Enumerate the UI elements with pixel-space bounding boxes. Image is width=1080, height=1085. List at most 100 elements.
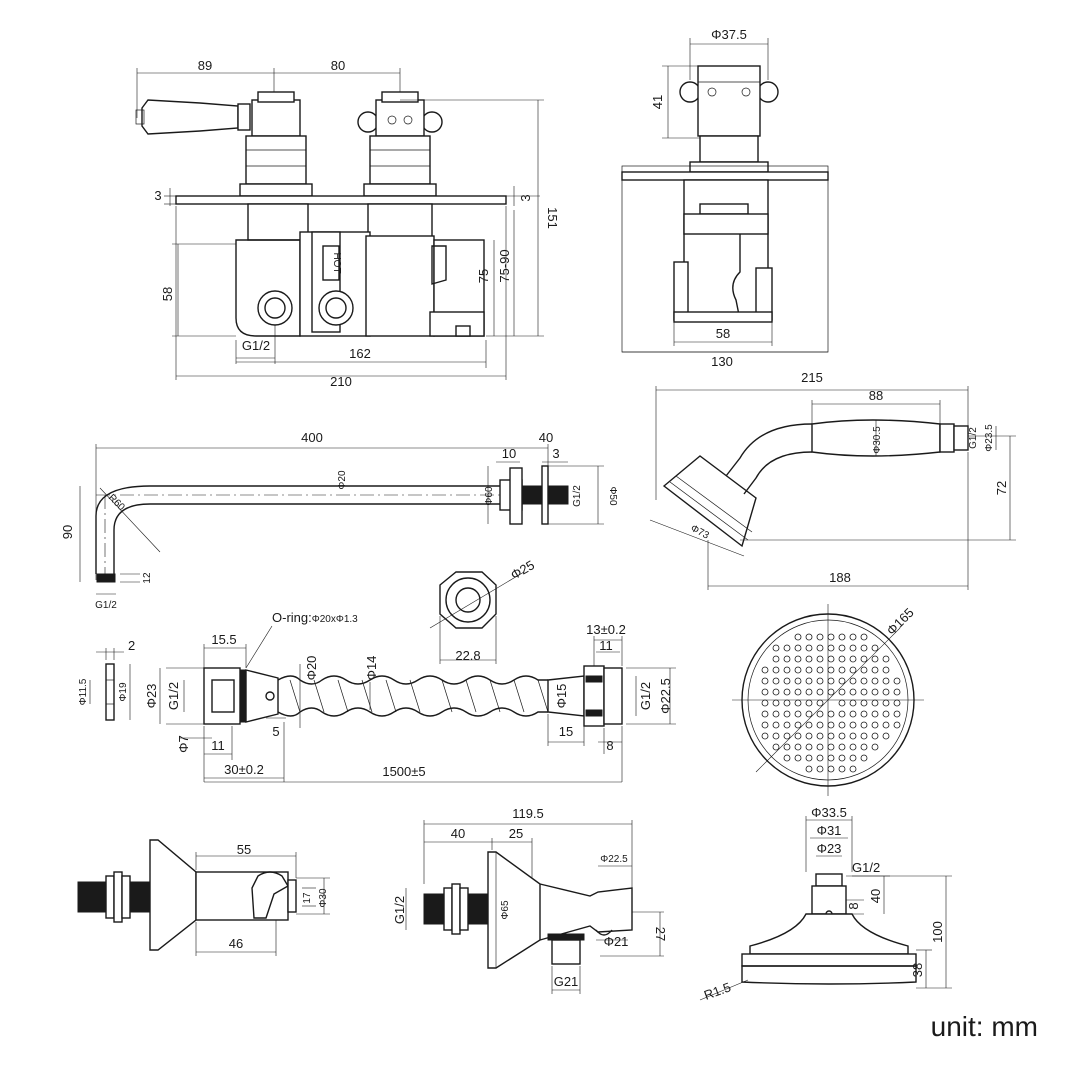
dim-130: 130 — [711, 354, 733, 369]
spray-nozzle — [860, 732, 868, 740]
dim-phi37-5: Φ37.5 — [711, 27, 747, 42]
spray-nozzle — [893, 710, 901, 718]
dim-210: 210 — [330, 374, 352, 389]
dim-phi50: Φ50 — [607, 486, 618, 506]
dim-400: 400 — [301, 430, 323, 445]
spray-nozzle — [849, 666, 857, 674]
dim-25-outlet: 25 — [509, 826, 523, 841]
dim-phi19: Φ19 — [118, 682, 129, 702]
spray-nozzle — [882, 732, 890, 740]
dim-3-right: 3 — [518, 194, 533, 201]
dim-g12-hose-right: G1/2 — [638, 682, 653, 710]
dim-phi65: Φ65 — [500, 900, 511, 920]
spray-nozzle — [816, 677, 824, 685]
spray-nozzle — [772, 644, 780, 652]
spray-nozzle — [838, 666, 846, 674]
spray-nozzle — [871, 710, 879, 718]
spray-nozzle — [805, 666, 813, 674]
spray-nozzle — [849, 710, 857, 718]
spray-nozzle — [860, 754, 868, 762]
spray-nozzle — [783, 655, 791, 663]
dim-40: 40 — [539, 430, 553, 445]
spray-nozzle — [827, 765, 835, 773]
spray-nozzle — [838, 688, 846, 696]
dim-30: 30±0.2 — [224, 762, 264, 777]
spray-nozzle — [794, 721, 802, 729]
dim-215: 215 — [801, 370, 823, 385]
spray-nozzle — [816, 743, 824, 751]
spray-nozzle — [827, 721, 835, 729]
valve-side-view: Φ37.5 41 58 130 — [621, 27, 829, 369]
dim-10: 10 — [502, 446, 516, 461]
dim-22-8: 22.8 — [455, 648, 480, 663]
dim-phi23-side: Φ23 — [817, 841, 842, 856]
dim-phi14: Φ14 — [364, 656, 379, 681]
spray-nozzle — [772, 677, 780, 685]
spray-nozzle — [816, 721, 824, 729]
dim-151: 151 — [545, 207, 560, 229]
spray-nozzle — [827, 666, 835, 674]
shower-rose-top-view: Φ165 — [732, 604, 924, 796]
spray-nozzle — [827, 655, 835, 663]
spray-nozzle — [783, 699, 791, 707]
dim-27: 27 — [653, 927, 668, 941]
spray-nozzle — [860, 688, 868, 696]
dim-89: 89 — [198, 58, 212, 73]
dim-phi21: Φ21 — [604, 934, 629, 949]
spray-nozzle — [893, 677, 901, 685]
spray-nozzle — [805, 732, 813, 740]
dim-phi11-5: Φ11.5 — [78, 678, 89, 705]
spray-nozzle — [772, 743, 780, 751]
dim-75: 75 — [476, 269, 491, 283]
spray-nozzle — [860, 666, 868, 674]
spray-nozzle — [838, 677, 846, 685]
spray-nozzle — [882, 666, 890, 674]
valve-front-view: 89 80 HOT 58 3 3 151 — [135, 58, 560, 389]
spray-nozzle — [882, 710, 890, 718]
spray-nozzle — [805, 677, 813, 685]
washer: 2 Φ11.5 Φ19 — [78, 638, 135, 721]
spray-nozzle — [849, 644, 857, 652]
spray-nozzle — [871, 743, 879, 751]
spray-nozzle-grid — [761, 633, 901, 773]
spray-nozzle — [772, 666, 780, 674]
dim-162: 162 — [349, 346, 371, 361]
dim-12: 12 — [142, 572, 153, 584]
spray-nozzle — [783, 677, 791, 685]
dim-phi31: Φ31 — [817, 823, 842, 838]
spray-nozzle — [805, 644, 813, 652]
spray-nozzle — [816, 710, 824, 718]
spray-nozzle — [871, 655, 879, 663]
spray-nozzle — [849, 765, 857, 773]
dim-1500: 1500±5 — [382, 764, 425, 779]
dim-15-5: 15.5 — [211, 632, 236, 647]
dim-58: 58 — [160, 287, 175, 301]
dim-8-hose: 8 — [606, 738, 613, 753]
spray-nozzle — [772, 710, 780, 718]
spray-nozzle — [838, 655, 846, 663]
dim-phi20-arm: Φ20 — [337, 470, 348, 490]
spray-nozzle — [783, 743, 791, 751]
spray-nozzle — [794, 688, 802, 696]
dim-72: 72 — [994, 481, 1009, 495]
spray-nozzle — [794, 655, 802, 663]
dim-100: 100 — [930, 921, 945, 943]
dim-phi30-5: Φ30.5 — [872, 426, 883, 454]
spray-nozzle — [761, 677, 769, 685]
spray-nozzle — [849, 699, 857, 707]
spray-nozzle — [794, 732, 802, 740]
dim-90: 90 — [60, 525, 75, 539]
dim-3-arm: 3 — [552, 446, 559, 461]
dim-11-left: 11 — [211, 738, 225, 753]
spray-nozzle — [871, 677, 879, 685]
spray-nozzle — [816, 754, 824, 762]
spray-nozzle — [871, 732, 879, 740]
spray-nozzle — [794, 710, 802, 718]
spray-nozzle — [816, 688, 824, 696]
spray-nozzle — [761, 666, 769, 674]
dim-88: 88 — [869, 388, 883, 403]
spray-nozzle — [783, 754, 791, 762]
spray-nozzle — [827, 710, 835, 718]
spray-nozzle — [849, 754, 857, 762]
